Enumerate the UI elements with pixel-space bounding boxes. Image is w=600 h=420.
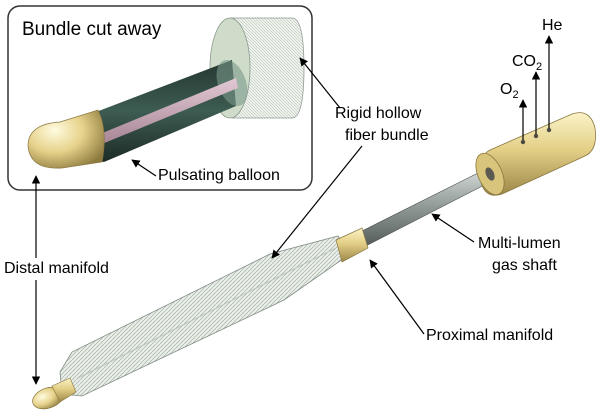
gas-hub xyxy=(475,112,596,196)
inset-distal-tip xyxy=(27,109,105,169)
label-rigid-bundle-2: fiber bundle xyxy=(345,127,429,144)
port-he xyxy=(546,127,552,133)
inset-title: Bundle cut away xyxy=(22,19,162,40)
label-gas-he: He xyxy=(542,17,563,34)
distal-tip xyxy=(32,377,77,410)
arrow-multi-lumen xyxy=(431,213,475,243)
leader-arrows xyxy=(31,35,554,385)
multi-lumen-gas-shaft xyxy=(351,167,495,251)
port-o2 xyxy=(520,139,526,145)
label-gas-co2: CO2 xyxy=(512,53,542,73)
label-pulsating-balloon: Pulsating balloon xyxy=(158,167,280,184)
port-co2 xyxy=(533,133,539,139)
label-multi-lumen-1: Multi-lumen xyxy=(478,235,561,252)
inset-pulsating-balloon xyxy=(91,59,248,162)
proximal-manifold xyxy=(335,227,369,263)
arrow-pulsating-balloon xyxy=(131,159,157,177)
arrow-rigid-main xyxy=(271,145,363,259)
label-rigid-bundle-1: Rigid hollow xyxy=(335,105,422,122)
arrow-rigid-inset xyxy=(299,57,341,109)
label-distal-manifold: Distal manifold xyxy=(4,260,109,277)
arrow-proximal-manifold xyxy=(369,259,425,335)
label-multi-lumen-2: gas shaft xyxy=(492,257,557,274)
label-proximal-manifold: Proximal manifold xyxy=(426,327,553,344)
catheter-device xyxy=(32,112,596,410)
label-gas-o2: O2 xyxy=(500,81,519,101)
inset-cutaway: Bundle cut away xyxy=(7,5,313,191)
